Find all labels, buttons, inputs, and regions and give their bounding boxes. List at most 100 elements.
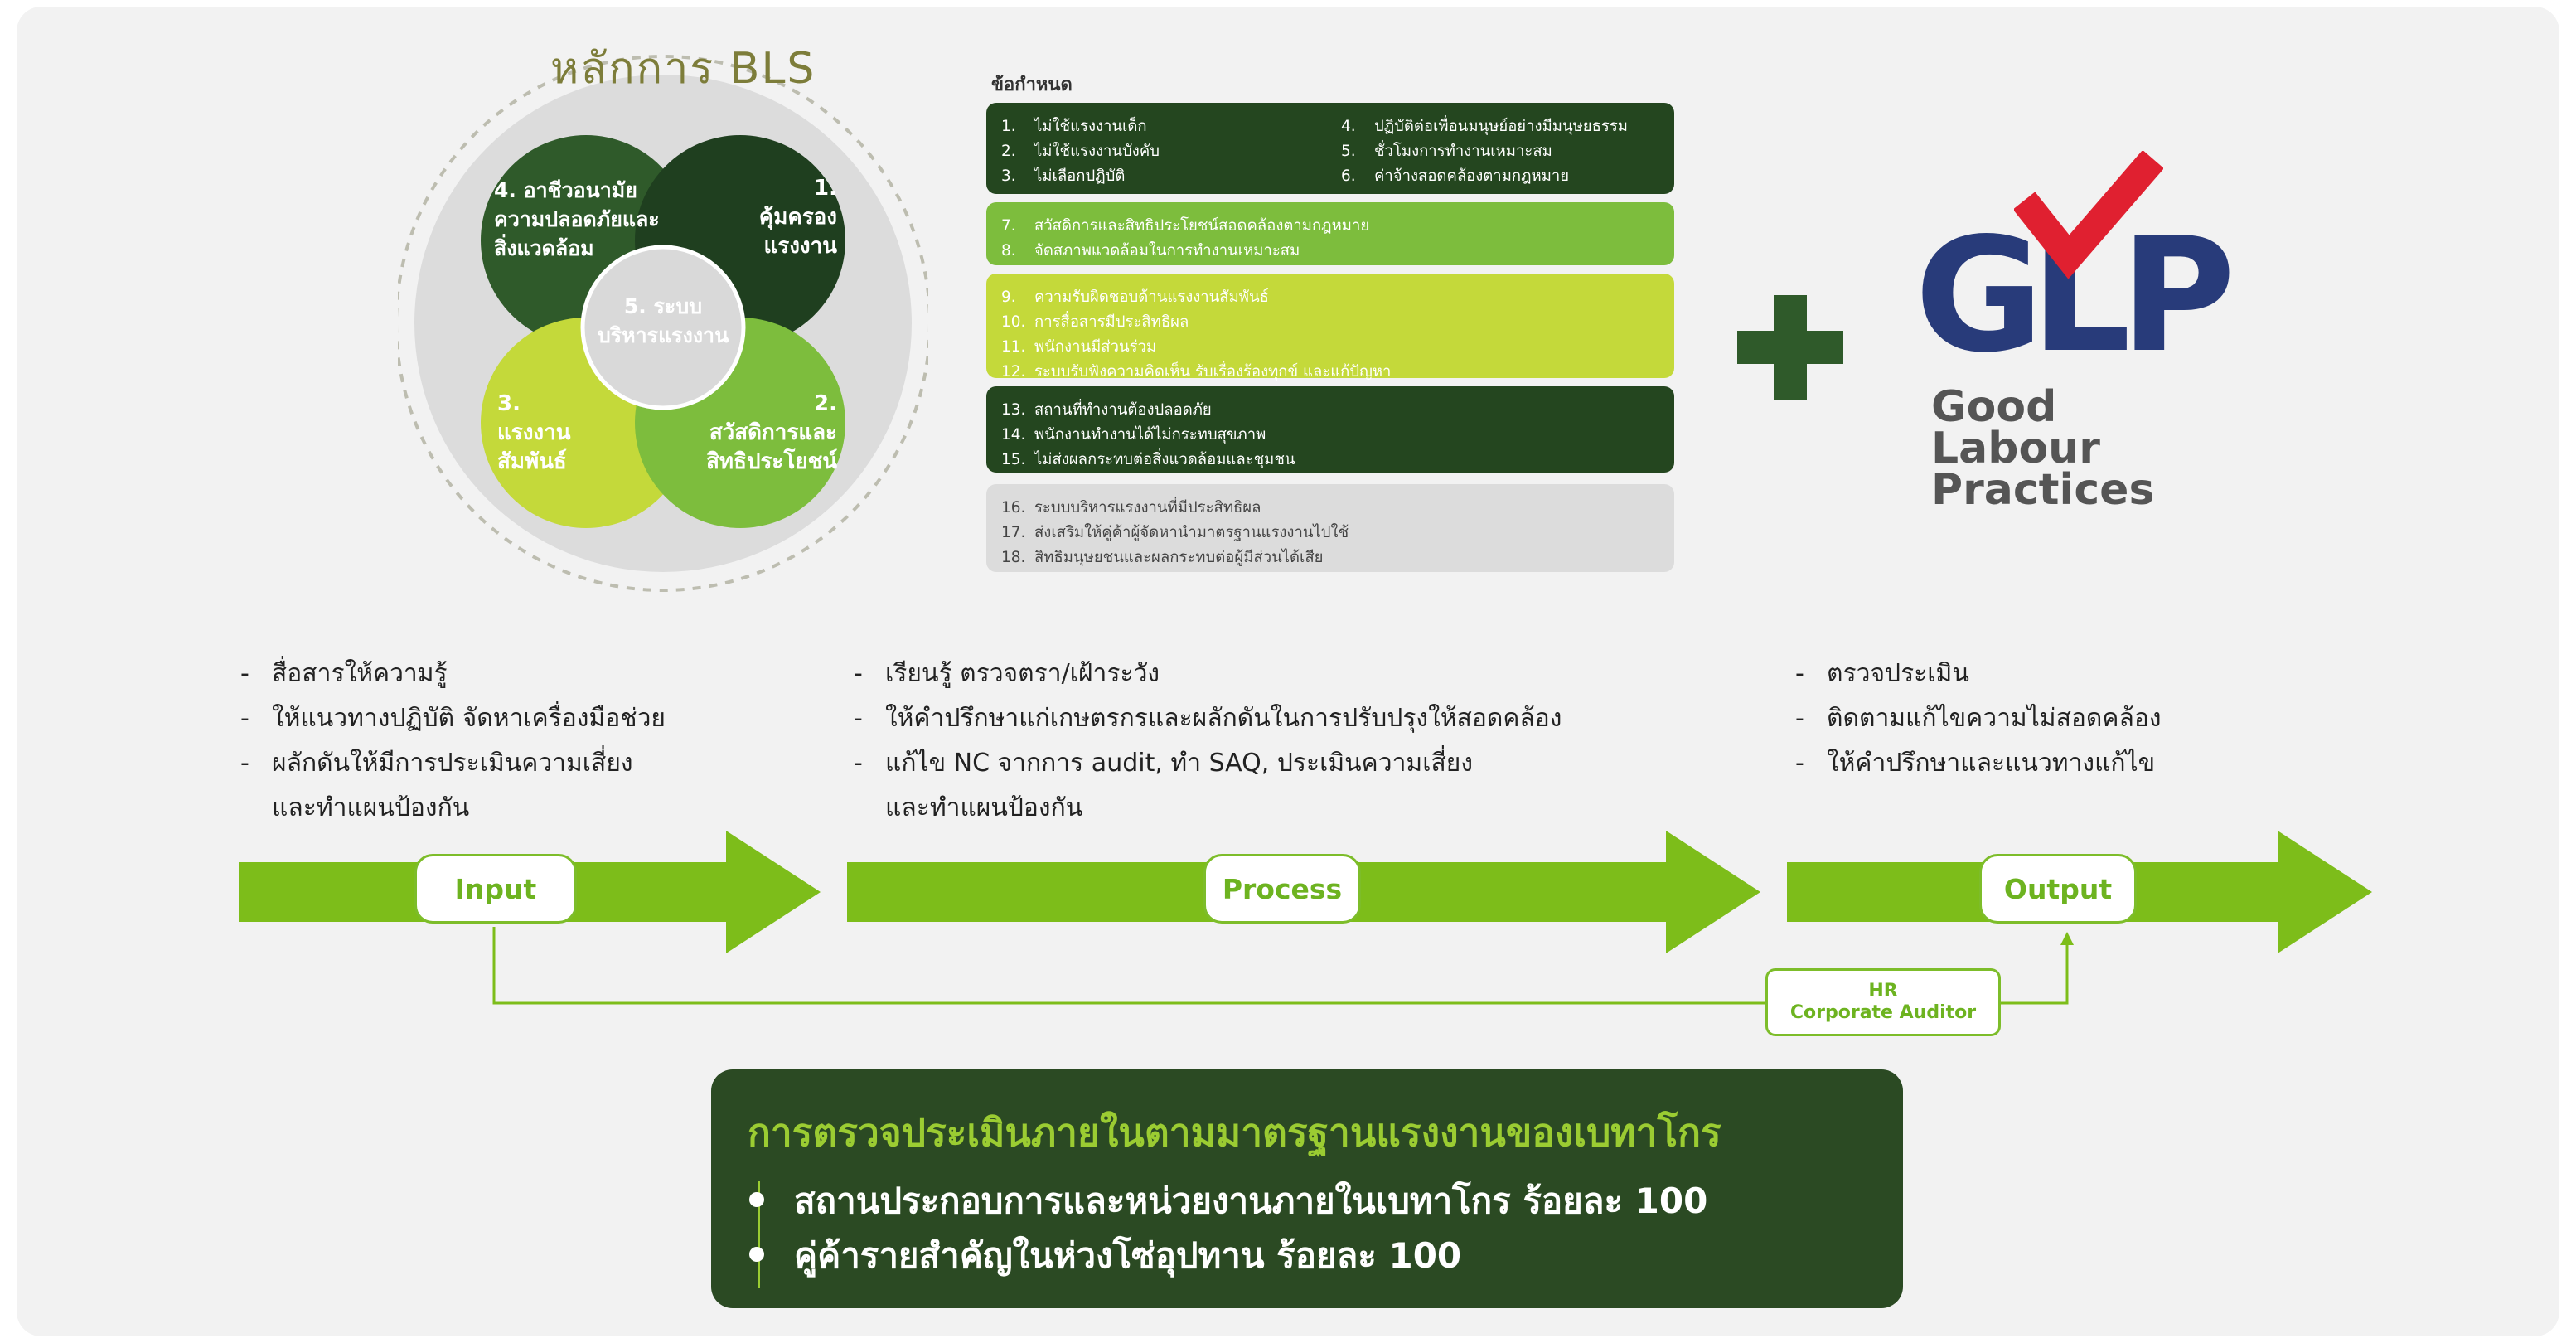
- requirement-group: [986, 274, 1674, 378]
- bullet-dash: -: [240, 704, 249, 733]
- bullet-item: -สื่อสารให้ความรู้: [240, 652, 666, 696]
- requirement-text: สิทธิมนุษยชนและผลกระทบต่อผู้มีส่วนได้เสี…: [1034, 549, 1324, 566]
- requirement-item: 17. ส่งเสริมให้คู่ค้าผู้จัดหานำมาตรฐานแรง…: [1001, 521, 1349, 545]
- requirement-number: 2.: [1001, 143, 1016, 160]
- bullet-item: -ให้คำปรึกษาและแนวทางแก้ไข: [1795, 741, 2162, 786]
- bullet-item: -แก้ไข NC จากการ audit, ทำ SAQ, ประเมินค…: [854, 741, 1562, 786]
- bullet-text: ผลักดันให้มีการประเมินความเสี่ยง: [272, 749, 633, 778]
- hr-auditor-box: HR Corporate Auditor: [1765, 968, 2001, 1036]
- bullet-item: -ผลักดันให้มีการประเมินความเสี่ยง: [240, 741, 666, 786]
- requirement-text: การสื่อสารมีประสิทธิผล: [1034, 313, 1189, 331]
- requirement-text: ไม่เลือกปฏิบัติ: [1034, 167, 1126, 185]
- requirement-item: 3.ไม่เลือกปฏิบัติ: [1001, 164, 1125, 188]
- requirement-item: 6. ค่าจ้างสอดคล้องตามกฎหมาย: [1341, 164, 1569, 188]
- output-stage-label: Output: [1979, 854, 2137, 924]
- requirement-number: 13.: [1001, 401, 1026, 419]
- bullet-text: ให้คำปรึกษาและแนวทางแก้ไข: [1827, 749, 2156, 778]
- input-bullets: -สื่อสารให้ความรู้-ให้แนวทางปฏิบัติ จัดห…: [240, 652, 666, 831]
- summary-item: สถานประกอบการและหน่วยงานภายในเบทาโกร ร้อ…: [794, 1181, 1708, 1221]
- bullet-item: -ติดตามแก้ไขความไม่สอดคล้อง: [1795, 696, 2162, 741]
- requirement-item: 4. ปฏิบัติต่อเพื่อนมนุษย์อย่างมีมนุษยธรรม: [1341, 114, 1628, 138]
- requirement-text: จัดสภาพแวดล้อมในการทำงานเหมาะสม: [1034, 242, 1300, 259]
- circle-5: [580, 245, 746, 410]
- feedback-line-right: [2001, 942, 2069, 1005]
- circle-5-label: 5. ระบบ บริหารแรงงาน: [597, 294, 729, 347]
- requirement-text: ส่งเสริมให้คู่ค้าผู้จัดหานำมาตรฐานแรงงาน…: [1034, 524, 1349, 541]
- bullet-dash: -: [1795, 704, 1804, 733]
- circle-4-label: 4. อาชีวอนามัย ความปลอดภัยและ สิ่งแวดล้อ…: [494, 178, 660, 260]
- bullet-text: แก้ไข NC จากการ audit, ทำ SAQ, ประเมินคว…: [885, 749, 1473, 778]
- requirement-item: 11. พนักงานมีส่วนร่วม: [1001, 335, 1156, 359]
- requirement-number: 17.: [1001, 524, 1026, 541]
- bullet-text: และทำแผนป้องกัน: [885, 793, 1083, 822]
- requirement-group: [986, 103, 1674, 194]
- corporate-auditor-label: Corporate Auditor: [1789, 1002, 1977, 1023]
- requirement-text: ค่าจ้างสอดคล้องตามกฎหมาย: [1374, 167, 1570, 185]
- requirement-group: [986, 386, 1674, 473]
- requirement-item: 12.ระบบรับฟังความคิดเห็น รับเรื่องร้องทุ…: [1001, 360, 1391, 384]
- bullet-text: ตรวจประเมิน: [1827, 659, 1969, 688]
- process-bullets: -เรียนรู้ ตรวจตรา/เฝ้าระวัง-ให้คำปรึกษาแ…: [854, 652, 1562, 831]
- requirement-number: 8.: [1001, 242, 1016, 259]
- bls-diagram: [398, 55, 928, 592]
- requirement-text: พนักงานมีส่วนร่วม: [1034, 338, 1157, 356]
- process-stage-label: Process: [1203, 854, 1361, 924]
- bullet-item: -ให้คำปรึกษาแก่เกษตรกรและผลักดันในการปรั…: [854, 696, 1562, 741]
- requirement-text: ไม่ใช้แรงงานเด็ก: [1034, 118, 1147, 135]
- summary-bullet-dot: [749, 1192, 764, 1207]
- requirement-text: ไม่ส่งผลกระทบต่อสิ่งแวดล้อมและชุมชน: [1034, 451, 1295, 468]
- summary-bullet-dot: [749, 1247, 764, 1262]
- bullet-dash: -: [240, 659, 249, 688]
- requirement-number: 5.: [1341, 143, 1356, 160]
- requirement-number: 9.: [1001, 288, 1016, 306]
- requirement-item: 5. ชั่วโมงการทำงานเหมาะสม: [1341, 139, 1552, 163]
- bullet-text: และทำแผนป้องกัน: [272, 793, 470, 822]
- glp-letter-g: G: [1915, 204, 2044, 387]
- requirement-number: 14.: [1001, 426, 1026, 444]
- requirement-item: 2. ไม่ใช้แรงงานบังคับ: [1001, 139, 1160, 163]
- summary-item: คู่ค้ารายสำคัญในห่วงโซ่อุปทาน ร้อยละ 100: [794, 1235, 1462, 1276]
- requirement-number: 11.: [1001, 338, 1026, 356]
- glp-letter-p: P: [2120, 204, 2236, 387]
- requirement-item: 8. จัดสภาพแวดล้อมในการทำงานเหมาะสม: [1001, 239, 1300, 263]
- circle-3-label: 3. แรงงาน สัมพันธ์: [497, 391, 571, 474]
- bullet-dash: -: [854, 749, 863, 778]
- circle-2-label: 2. สวัสดิการและ สิทธิประโยชน์: [706, 391, 837, 474]
- requirement-number: 10.: [1001, 313, 1026, 331]
- requirement-text: ชั่วโมงการทำงานเหมาะสม: [1374, 143, 1552, 160]
- requirement-number: 6.: [1341, 167, 1356, 185]
- requirement-text: ปฏิบัติต่อเพื่อนมนุษย์อย่างมีมนุษยธรรม: [1374, 118, 1628, 135]
- requirement-number: 1.: [1001, 118, 1016, 135]
- bullet-item: และทำแผนป้องกัน: [854, 786, 1562, 831]
- requirement-text: ไม่ใช้แรงงานบังคับ: [1034, 143, 1160, 160]
- bullet-dash: -: [1795, 659, 1804, 688]
- requirement-number: 7.: [1001, 217, 1016, 235]
- requirement-item: 16. ระบบบริหารแรงงานที่มีประสิทธิผล: [1001, 496, 1261, 520]
- requirement-item: 14. พนักงานทำงานได้ไม่กระทบสุขภาพ: [1001, 423, 1266, 447]
- requirement-group: [986, 202, 1674, 265]
- requirement-number: 4.: [1341, 118, 1356, 135]
- requirement-item: 7. สวัสดิการและสิทธิประโยชน์สอดคล้องตามกฎ…: [1001, 214, 1369, 238]
- glp-subtitle: Good Labour Practices: [1931, 382, 2155, 515]
- bullet-dash: -: [854, 659, 863, 688]
- requirement-text: พนักงานทำงานได้ไม่กระทบสุขภาพ: [1034, 426, 1266, 444]
- summary-title: การตรวจประเมินภายในตามมาตรฐานแรงงานของเบ…: [748, 1110, 1721, 1155]
- requirement-text: สถานที่ทำงานต้องปลอดภัย: [1034, 401, 1212, 419]
- requirement-item: 15. ไม่ส่งผลกระทบต่อสิ่งแวดล้อมและชุมชน: [1001, 448, 1295, 472]
- requirement-item: 1. ไม่ใช้แรงงานเด็ก: [1001, 114, 1147, 138]
- requirement-number: 16.: [1001, 499, 1026, 516]
- requirement-number: 18.: [1001, 549, 1026, 566]
- bullet-dash: -: [240, 749, 249, 778]
- requirement-text: ระบบบริหารแรงงานที่มีประสิทธิผล: [1034, 499, 1261, 516]
- circle-1-label: 1. คุ้มครอง แรงงาน: [758, 176, 837, 259]
- input-stage-label: Input: [414, 854, 577, 924]
- bullet-text: ติดตามแก้ไขความไม่สอดคล้อง: [1827, 704, 2162, 733]
- bls-title: หลักการ BLS: [550, 44, 816, 94]
- requirement-text: สวัสดิการและสิทธิประโยชน์สอดคล้องตามกฎหม…: [1034, 217, 1370, 235]
- requirement-number: 15.: [1001, 451, 1026, 468]
- summary-box: การตรวจประเมินภายในตามมาตรฐานแรงงานของเบ…: [711, 1069, 1903, 1308]
- check-mark-icon: [2014, 151, 2163, 279]
- requirement-text: ความรับผิดชอบด้านแรงงานสัมพันธ์: [1034, 288, 1269, 306]
- bullet-text: สื่อสารให้ความรู้: [272, 659, 448, 688]
- feedback-line-left: [492, 927, 1767, 1005]
